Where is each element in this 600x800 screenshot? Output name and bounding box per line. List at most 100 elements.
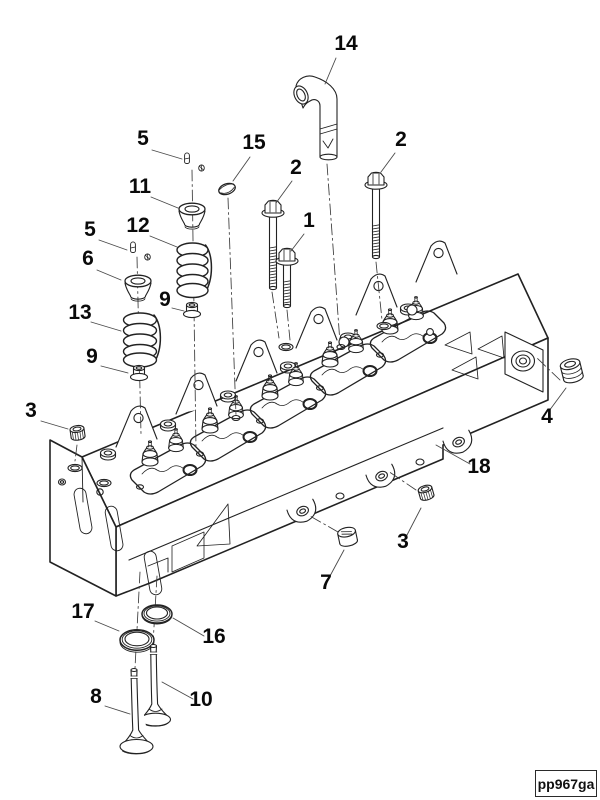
leader-line-threaded-plug-right	[548, 387, 567, 412]
pipe-plug-front	[337, 526, 358, 547]
valve-spring-exhaust	[122, 312, 162, 368]
deck-boss	[99, 448, 117, 461]
threaded-plug-right-detail	[559, 361, 584, 381]
pipe-plug-front-detail	[339, 539, 358, 547]
pipe-plug-front-detail	[337, 526, 356, 538]
callout-valve-collets-intake: 5	[137, 127, 183, 160]
callout-label-valve-spring-exhaust: 13	[68, 301, 91, 324]
valve-stem-seal-intake	[182, 301, 202, 319]
center-line	[152, 575, 158, 645]
head-bolt-long-right-detail	[367, 172, 385, 186]
cylinder-rocker-pad-detail	[135, 484, 145, 490]
valve-spring-intake-detail	[176, 282, 209, 299]
cylinder-head-body-detail	[286, 429, 473, 523]
leader-line-valve-long-exhaust	[104, 705, 131, 715]
head-bolt-short-detail	[283, 265, 291, 306]
cylinder-rocker-pad-detail	[369, 310, 447, 363]
callout-label-spring-retainer-exhaust: 6	[82, 247, 94, 270]
cylinder-rocker-pad-detail	[321, 366, 365, 376]
rocker-tower-detail	[175, 372, 218, 415]
deck-hole	[426, 328, 434, 336]
head-bolt-long-right-detail	[372, 224, 380, 254]
rail-ear-detail	[455, 439, 463, 445]
loose-parts-detail	[122, 242, 213, 368]
deck-boss-detail	[99, 448, 117, 458]
leader-line-valve-spring-exhaust	[90, 321, 122, 332]
center-line	[536, 357, 561, 381]
callout-pipe-plug-bottom: 3	[397, 507, 422, 553]
head-left-face	[49, 439, 117, 597]
callout-head-bolt-long-right: 2	[380, 128, 407, 173]
deck-boss	[279, 361, 297, 374]
spring-retainer-intake	[178, 202, 206, 230]
deck-hole	[406, 304, 418, 316]
left-face-hole	[96, 488, 104, 496]
right-end-boss-detail	[518, 357, 528, 365]
callout-label-valve-stem-seal-intake: 9	[159, 288, 171, 311]
cylinder-rocker-pad-detail	[195, 451, 205, 457]
callout-label-cylinder-head: 18	[467, 455, 491, 478]
valve-stem-seal-exhaust	[129, 364, 149, 382]
cylinder-rocker-pad-detail	[362, 365, 378, 377]
leader-line-pipe-plug-bottom	[406, 507, 422, 536]
valve-long-exhaust-detail	[130, 667, 138, 673]
tube-hole	[336, 343, 346, 351]
valve-short-intake-detail	[141, 654, 170, 719]
callout-valve-long-exhaust: 8	[90, 685, 131, 715]
valve-long-exhaust-detail	[122, 750, 151, 755]
leader-line-pipe-plug-front	[329, 549, 345, 577]
vent-tube-detail	[319, 123, 338, 135]
callout-valve-spring-exhaust: 13	[68, 301, 122, 332]
rail-ear	[365, 463, 396, 488]
rocker-tower-detail	[355, 273, 398, 316]
callout-valve-stem-seal-exhaust: 9	[86, 345, 129, 374]
cup-plug-detail	[218, 183, 235, 194]
deck-boss-detail	[159, 419, 177, 429]
center-line	[227, 197, 237, 416]
callout-spring-retainer-intake: 11	[129, 175, 179, 209]
right-end-boss	[504, 331, 544, 393]
head-bolt-long-middle-detail	[264, 200, 282, 214]
threaded-plug-right-detail	[564, 360, 576, 368]
threaded-hole-detail	[379, 323, 389, 329]
cylinder-rocker-pad-detail	[182, 464, 198, 476]
rail-ear-detail	[452, 436, 465, 448]
callout-valve-spring-intake: 12	[126, 214, 178, 248]
center-line	[286, 309, 291, 341]
threaded-plug-right-detail	[561, 366, 583, 379]
front-face-slot	[104, 505, 124, 552]
rocker-tower-detail	[415, 240, 458, 283]
left-face-hole	[59, 480, 65, 484]
callout-valve-short-intake: 10	[161, 681, 213, 711]
leader-line-spring-retainer-intake	[150, 196, 179, 209]
rail-ear	[286, 498, 317, 523]
valve-short-intake-detail	[149, 651, 158, 655]
rocker-tower-detail	[295, 306, 338, 349]
callout-label-vent-tube: 14	[334, 32, 358, 55]
threaded-hole	[376, 321, 392, 331]
callout-head-bolt-short: 1	[290, 209, 315, 252]
leader-line-head-bolt-long-middle	[275, 180, 293, 204]
deck-rib-triangle	[444, 331, 505, 380]
callout-cylinder-head: 18	[435, 444, 491, 478]
rocker-tower-detail	[253, 346, 264, 358]
callout-valve-seat-small: 16	[172, 617, 226, 648]
rocker-tower	[415, 240, 458, 283]
deck-boss-detail	[223, 392, 233, 398]
cup-plug-detail	[218, 182, 236, 196]
deck-boss-detail	[103, 450, 113, 456]
cylinder-head-body-detail	[67, 321, 392, 488]
cylinder-rocker-pad-detail	[381, 333, 425, 343]
callout-label-valve-collets-intake: 5	[137, 127, 149, 150]
head-bolt-long-middle-detail	[269, 217, 277, 288]
head-left-corner-edge	[81, 456, 84, 503]
cylinder-rocker-pad-detail	[321, 341, 339, 368]
center-line	[387, 470, 417, 491]
valve-long-exhaust-detail	[130, 675, 138, 679]
callout-cup-plug: 15	[232, 131, 266, 182]
callout-label-threaded-plug-right: 4	[541, 405, 553, 428]
leader-line-vent-tube	[324, 57, 337, 85]
callout-label-head-bolt-long-right: 2	[395, 128, 407, 151]
